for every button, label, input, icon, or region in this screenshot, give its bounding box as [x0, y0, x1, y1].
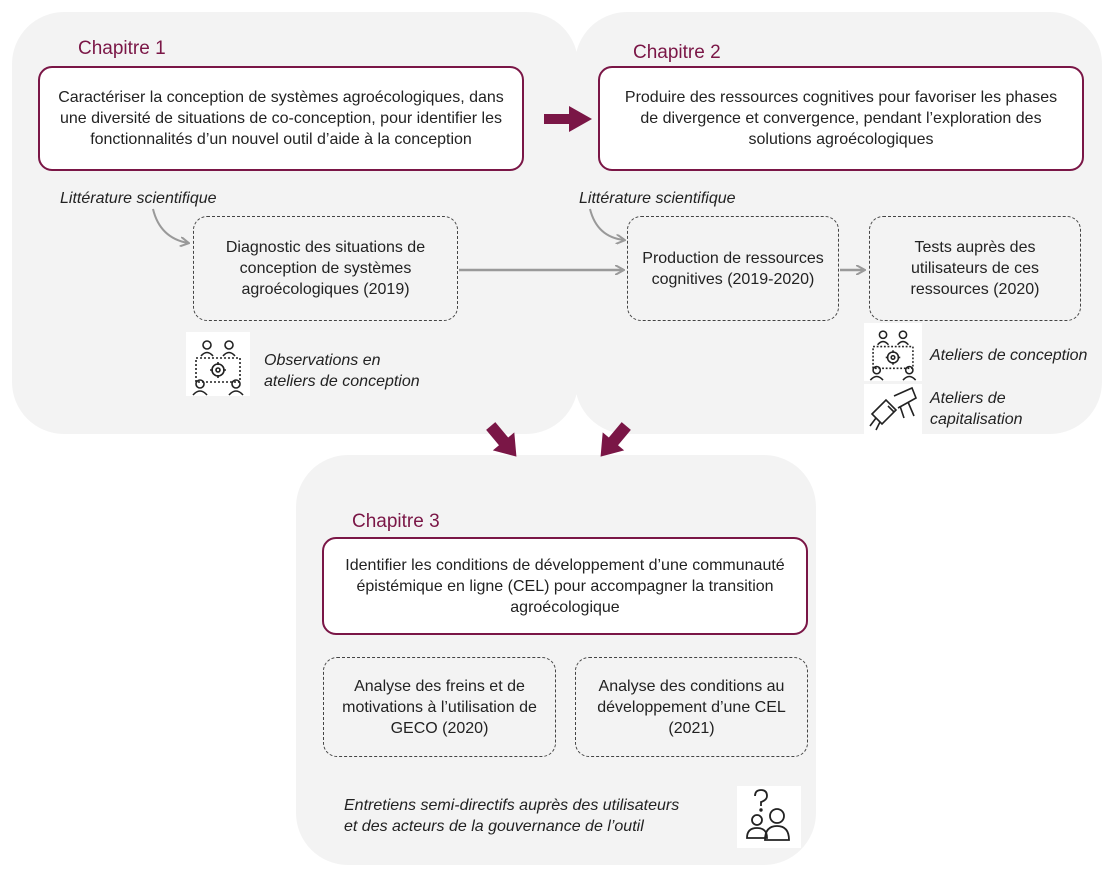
interview-people-icon [737, 786, 801, 848]
chapter3-method-line2: et des acteurs de la gouvernance de l’ou… [344, 818, 644, 835]
chapter3-method: Entretiens semi-directifs auprès des uti… [344, 795, 679, 837]
chapter1-title: Chapitre 1 [78, 38, 166, 59]
workshop-icon [186, 332, 250, 396]
chapter2-task-production: Production de ressources cognitives (201… [627, 216, 839, 321]
chapter1-to-chapter3-arrow [486, 422, 517, 457]
chapter1-literature: Littérature scientifique [60, 190, 217, 207]
chapter2-literature-arrow [589, 208, 624, 240]
chapter2-method1: Ateliers de conception [930, 347, 1088, 364]
chapter3-task-freins: Analyse des freins et de motivations à l… [323, 657, 556, 757]
chapter3-objective: Identifier les conditions de développeme… [322, 537, 808, 635]
chapter1-literature-arrow [152, 208, 188, 243]
chapter2-method2-line2: capitalisation [930, 411, 1023, 428]
chapter2-objective: Produire des ressources cognitives pour … [598, 66, 1084, 171]
chapter1-objective: Caractériser la conception de systèmes a… [38, 66, 524, 171]
chapter1-method: Observations en ateliers de conception [264, 350, 420, 392]
chapter2-literature: Littérature scientifique [579, 190, 736, 207]
chapter3-method-line1: Entretiens semi-directifs auprès des uti… [344, 797, 680, 814]
workshop-icon [864, 323, 922, 381]
chapter3-panel [296, 455, 816, 865]
chapter2-method2: Ateliers de capitalisation [930, 388, 1023, 430]
chapter3-title: Chapitre 3 [352, 511, 440, 532]
chapter1-method-line1: Observations en [264, 352, 381, 369]
chapter2-to-chapter3-arrow [600, 422, 631, 457]
chapter2-title: Chapitre 2 [633, 42, 721, 63]
chapter2-method2-line1: Ateliers de [930, 390, 1006, 407]
chapter2-task-tests: Tests auprès des utilisateurs de ces res… [869, 216, 1081, 321]
handshake-writing-icon [864, 384, 922, 434]
chapter1-method-line2: ateliers de conception [264, 373, 420, 390]
chapter1-to-chapter2-arrow [544, 106, 592, 132]
chapter3-task-conditions: Analyse des conditions au développement … [575, 657, 808, 757]
chapter1-task-diagnostic: Diagnostic des situations de conception … [193, 216, 458, 321]
